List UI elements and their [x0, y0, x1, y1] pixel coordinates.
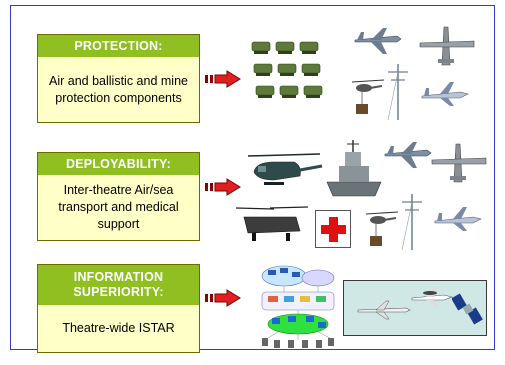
radio-mast-icon: [387, 64, 408, 121]
protection-heading: PROTECTION:: [38, 35, 199, 57]
fighter-jet-icon: [384, 142, 432, 168]
bottom-margin: [10, 350, 495, 365]
deployability-heading: DEPLOYABILITY:: [38, 153, 199, 175]
information-superiority-description: Theatre-wide ISTAR: [62, 321, 175, 335]
helicopter-icon: [351, 79, 385, 114]
radio-mast-icon: [401, 194, 422, 251]
airliner-icon: [421, 82, 469, 106]
top-margin: [0, 0, 505, 5]
network-diagram-icon: [261, 265, 335, 348]
information-superiority-card: INFORMATION SUPERIORITY: Theatre-wide IS…: [37, 264, 200, 353]
deployability-description: Inter-theatre Air/sea transport and medi…: [58, 183, 179, 231]
arrow-right-icon: [205, 289, 241, 307]
airliner-icon: [411, 287, 454, 307]
red-cross-icon: [315, 210, 351, 248]
transport-plane-icon: [419, 26, 475, 66]
isr-imagery-panel: [343, 280, 487, 336]
helicopter-icon: [365, 211, 399, 246]
fighter-jet-icon: [354, 28, 402, 54]
satellite-icon: [452, 293, 483, 325]
helicopter-icon: [247, 153, 323, 185]
uav-icon: [357, 300, 411, 320]
arrow-right-icon: [205, 70, 241, 88]
deployability-card: DEPLOYABILITY: Inter-theatre Air/sea tra…: [37, 152, 200, 241]
protection-description: Air and ballistic and mine protection co…: [49, 73, 188, 105]
transport-plane-icon: [431, 143, 487, 183]
protection-card: PROTECTION: Air and ballistic and mine p…: [37, 34, 200, 123]
airliner-icon: [434, 207, 482, 231]
information-superiority-heading: INFORMATION SUPERIORITY:: [38, 265, 199, 305]
warship-icon: [326, 140, 382, 197]
arrow-right-icon: [205, 178, 241, 196]
armoured-vehicles-icon: [251, 41, 323, 98]
helicopter-icon: [235, 206, 309, 241]
